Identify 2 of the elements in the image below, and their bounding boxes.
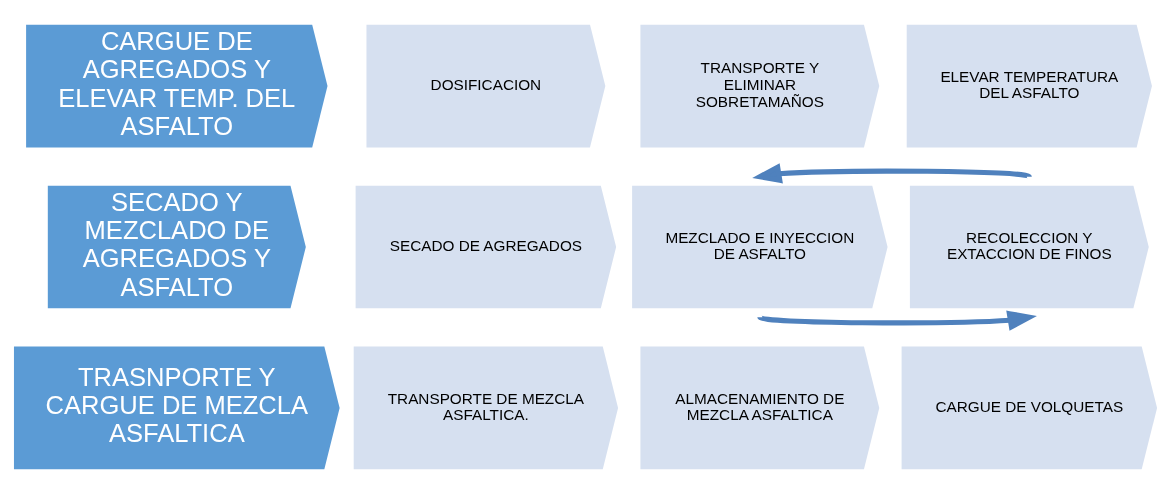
arrow	[752, 162, 1031, 183]
arrow	[758, 310, 1037, 331]
